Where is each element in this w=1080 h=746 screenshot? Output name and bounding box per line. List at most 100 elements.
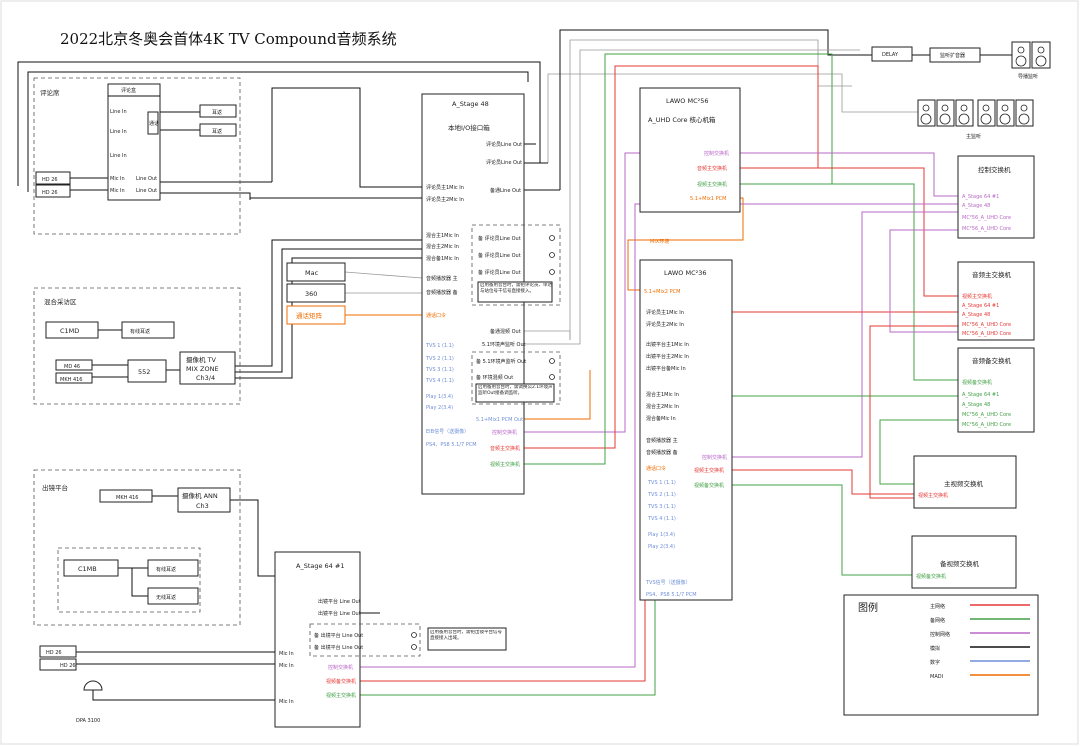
s48-tvs-2: TVS 2 (1.1) — [425, 356, 454, 362]
s48-in-2: 评论员主2Mic In — [426, 196, 464, 203]
s48-pcm: 5.1+Mix1 PCM Out — [476, 417, 523, 423]
mkh416-box — [55, 372, 93, 384]
mc36-in-4: 出镜平台主2Mic In — [646, 353, 689, 360]
audio-sw-item-3: A_Stage 48 — [962, 312, 990, 318]
commentary-area — [33, 77, 241, 235]
stage48-subtitle: 本地I/O接口箱 — [448, 123, 490, 132]
legend-label: 备网络 — [930, 617, 945, 624]
s48-tb: 通话口令 — [426, 312, 446, 319]
mc36-mix-label: MIX环境 — [650, 238, 669, 245]
amp-box — [929, 47, 981, 63]
amp-label: 监听扩音器 — [940, 52, 965, 59]
legend-label: MADI — [930, 674, 943, 680]
rx552-box — [127, 359, 167, 383]
commentary-box — [107, 83, 161, 201]
audio-backup-switch-title: 音频备交换机 — [972, 356, 1012, 365]
line-dpa — [92, 688, 275, 701]
mc36-in-7: 混合主2Mic In — [646, 403, 679, 410]
audio-switch-box — [957, 261, 1035, 341]
ear-box-2 — [199, 123, 237, 137]
s48-out-5: 5.1环境声监听 Out — [482, 341, 526, 348]
s64-mic-2: Mic In — [279, 663, 294, 669]
comm-port-3: Line In — [110, 153, 127, 159]
legend-label: 模拟 — [930, 645, 940, 652]
line-sw-link1 — [889, 229, 958, 333]
s48-tvs-3: TVS 3 (1.1) — [425, 367, 454, 373]
line-grey-main-spk — [547, 73, 918, 163]
c1md-box — [45, 321, 99, 339]
line-grey-2 — [569, 39, 852, 340]
platform-ear1-label: 有线耳返 — [156, 566, 176, 573]
line-mac — [344, 271, 423, 279]
md46-label: MD 46 — [64, 364, 80, 370]
md46-box — [55, 359, 93, 371]
s48-in-3: 混合主1Mic In — [426, 232, 459, 239]
legend-label: 主网络 — [930, 603, 945, 610]
hd26-box-1 — [35, 171, 71, 185]
audio-sw-item-5: MC²56_A_UHD Core — [962, 331, 1011, 337]
mac-label: Mac — [305, 269, 319, 277]
mc36-in-10: 音频播放器 备 — [646, 449, 678, 456]
mkh416-label: MKH 416 — [60, 377, 83, 383]
platform-ear1-box — [147, 559, 199, 577]
mc36-tvs-3: TVS 3 (1.1) — [647, 504, 676, 510]
s48-backup-2: 备 评论员Line Out — [478, 252, 521, 259]
s48-play-1: Play 1(3.4) — [426, 394, 453, 400]
platform-ear2-label: 无线耳返 — [156, 594, 176, 601]
s48-backup-note-box — [477, 281, 553, 303]
s64-backup-area — [309, 623, 421, 657]
matrix-box — [286, 305, 346, 325]
s64-backup-1: 备 出镜平台 Line Out — [314, 632, 363, 639]
stage64-title: A_Stage 64 #1 — [296, 562, 344, 570]
s48-in-7: 音频播放器 备 — [426, 289, 458, 296]
comm-lineout-1: Line Out — [136, 176, 157, 182]
s48-backup-note: 启用备用音台时，需把评论员、单达与站位号干信号直接接入。 — [480, 283, 552, 294]
s48-b2-area — [471, 351, 561, 405]
mc36-title: LAWO MC²36 — [664, 269, 707, 277]
s48-play-2: Play 2(3.4) — [426, 405, 453, 411]
c1mb-box — [63, 559, 119, 577]
monitor-speakers-label: 导播监听 — [1018, 73, 1038, 80]
mc36-sw-3: 视频备交换机 — [694, 482, 724, 489]
ctrl-sw-item-2: A_Stage 48 — [962, 203, 990, 209]
line-ear1 — [159, 111, 200, 120]
s48-in-1: 评论员主1Mic In — [426, 184, 464, 191]
s64-note-box — [427, 627, 507, 651]
mc36-in-3: 出镜平台主1Mic In — [646, 341, 689, 348]
audio-b-sw-item-3: A_Stage 48 — [962, 402, 990, 408]
s48-in-4: 混合主2Mic In — [426, 243, 459, 250]
hd26-label-2: HD 26 — [42, 190, 58, 196]
page-title: 2022北京冬奥会首体4K TV Compound音频系统 — [60, 30, 397, 48]
hd26-label-1: HD 26 — [42, 177, 58, 183]
hd26-box-2 — [35, 184, 71, 198]
mc56-box — [639, 87, 741, 213]
line-sw-link3 — [869, 325, 958, 499]
mc36-sdi-1: TVS信号（送摄像） — [645, 579, 691, 586]
main-speakers-label: 主监听 — [966, 133, 981, 140]
s48-sdi-1: EIB信号（送摄像） — [426, 428, 469, 435]
ctrl-sw-item-1: A_Stage 64 #1 — [962, 194, 999, 200]
audio-sw-item-4: MC²56_A_UHD Core — [962, 322, 1011, 328]
c1mb-label: C1MB — [78, 565, 97, 573]
s48-out-1: 评论员Line Out — [486, 141, 522, 148]
stage48-title: A_Stage 48 — [452, 100, 489, 108]
line-mix2 — [235, 248, 422, 373]
mixzone-ear-label: 有线耳返 — [130, 328, 150, 335]
mixzone-cam-l2: MIX ZONE — [186, 365, 219, 373]
mc56-subtitle: A_UHD Core 核心机箱 — [648, 115, 716, 124]
platform-area-label: 出镜平台 — [42, 483, 68, 492]
audio-b-sw-item-2: A_Stage 64 #1 — [962, 392, 999, 398]
s48-out-2: 评论员Line Out — [486, 159, 522, 166]
comm-side-label: 通话 — [149, 120, 159, 127]
stage64-box — [274, 551, 361, 728]
platform-inner-area — [57, 547, 201, 613]
platform-hd2-box — [39, 658, 77, 671]
commentary-box-label: 评论盒 — [121, 87, 136, 94]
audio-sw-item-2: A_Stage 64 #1 — [962, 303, 999, 309]
s48-b2-2: 备 环境混频 Out — [476, 374, 513, 381]
line-comm-mic1 — [271, 87, 422, 188]
audio-backup-switch-box — [957, 347, 1035, 433]
legend-title: 图例 — [858, 601, 878, 614]
line-ann — [230, 499, 275, 577]
